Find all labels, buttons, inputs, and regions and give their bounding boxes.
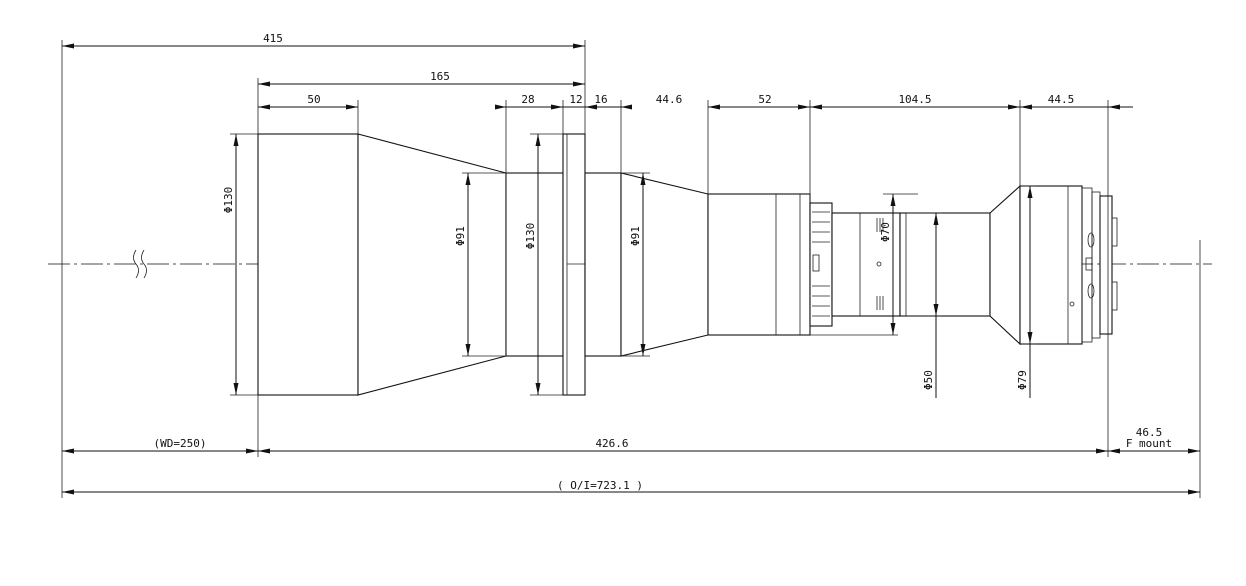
rear-flare	[989, 184, 1021, 346]
dim-taper: 44.6	[656, 93, 683, 106]
front-hood	[257, 133, 359, 396]
dia-rear-barrel: Φ91	[629, 226, 642, 246]
mount-flange	[562, 133, 586, 396]
working-distance-label: (WD=250)	[154, 437, 207, 450]
extension-lines	[61, 40, 1201, 498]
dim-hood: 50	[307, 93, 320, 106]
top-dimension-lines	[62, 43, 1133, 110]
front-barrel	[505, 172, 564, 357]
dia-front-barrel: Φ91	[454, 226, 467, 246]
dim-front-barrel: 28	[521, 93, 534, 106]
dia-hood: Φ130	[222, 187, 235, 214]
dimension-labels: 415 165 50 28 12 16 44.6 52 104.5 44.5 Φ…	[154, 32, 1173, 492]
diameter-lines	[233, 134, 1033, 398]
bottom-dimension-lines	[62, 448, 1200, 495]
iris-tube	[899, 212, 991, 317]
body-tube	[707, 193, 811, 336]
mount-name-label: F mount	[1126, 437, 1172, 450]
rear-taper	[620, 172, 709, 357]
rear-body	[1019, 185, 1083, 345]
dia-rear-body: Φ79	[1016, 370, 1029, 390]
dia-scale-barrel: Φ70	[879, 222, 892, 242]
dim-body-tube: 52	[758, 93, 771, 106]
dim-middle: 104.5	[898, 93, 931, 106]
axis-break-icon	[133, 249, 147, 279]
mount-value-label: 46.5	[1136, 426, 1163, 439]
dim-rear: 44.5	[1048, 93, 1075, 106]
object-image-distance-label: ( O/I=723.1 )	[557, 479, 643, 492]
scale-barrel	[831, 212, 901, 317]
f-mount	[1099, 195, 1113, 335]
dim-flange: 12	[569, 93, 582, 106]
dia-flange: Φ130	[524, 223, 537, 250]
lens-body	[257, 133, 1118, 396]
rear-barrel-a	[584, 172, 622, 357]
lens-length-label: 426.6	[595, 437, 628, 450]
dim-overall-front: 415	[263, 32, 283, 45]
dia-iris-tube: Φ50	[922, 370, 935, 390]
dim-front-section: 165	[430, 70, 450, 83]
dim-rear-barrel: 16	[594, 93, 607, 106]
